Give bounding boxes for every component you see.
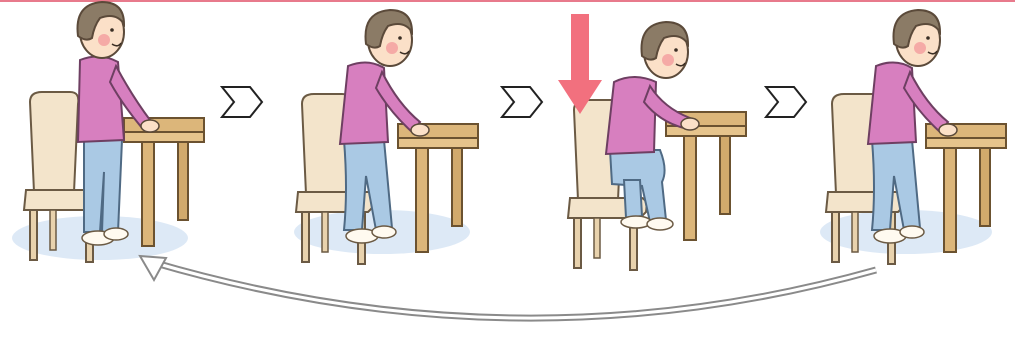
chevron-arrow-icon <box>502 87 542 117</box>
chevron-arrow-icon <box>766 87 806 117</box>
chevron-arrow-icon <box>222 87 262 117</box>
step-2-knees-bent-figure <box>294 10 478 264</box>
step-3-seated-figure <box>568 22 746 270</box>
step-4-knees-bent-figure <box>820 10 1006 264</box>
loop-back-arrow-icon <box>140 256 876 318</box>
step-1-standing-figure <box>12 2 204 262</box>
